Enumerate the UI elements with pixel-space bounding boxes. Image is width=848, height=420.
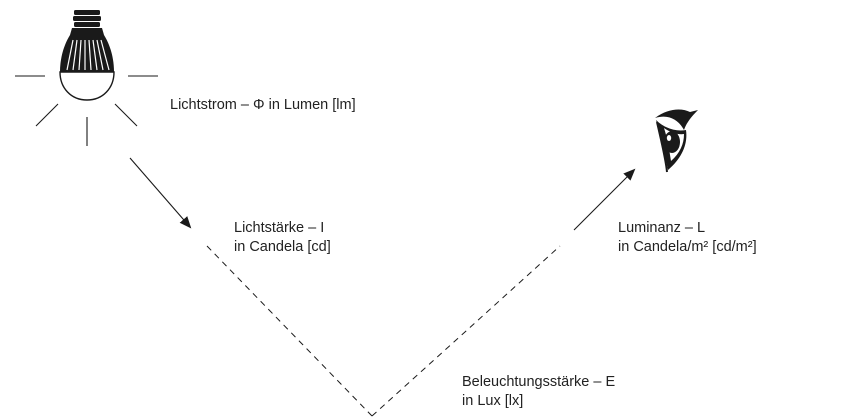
luminous-flux-text: Lichtstrom – Φ in Lumen [lm] <box>170 97 356 113</box>
luminance-label: Luminanz – L in Candela/m² [cd/m²] <box>618 219 757 257</box>
illuminance-unit: in Lux [lx] <box>462 393 524 409</box>
eye-icon <box>655 109 698 173</box>
arrow-to-eye <box>573 168 636 231</box>
luminous-flux-label: Lichtstrom – Φ in Lumen [lm] <box>170 96 356 115</box>
luminous-intensity-unit: in Candela [cd] <box>234 239 331 255</box>
luminance-title: Luminanz – L <box>618 220 706 236</box>
dashed-reflected-line <box>371 245 561 417</box>
light-bulb-icon <box>59 10 115 101</box>
illuminance-label: Beleuchtungsstärke – E in Lux [lx] <box>462 373 615 411</box>
luminance-unit: in Candela/m² [cd/m²] <box>618 239 757 255</box>
ray-lower-right <box>114 103 138 127</box>
light-path-dashed <box>206 245 561 417</box>
illuminance-title: Beleuchtungsstärke – E <box>462 374 616 390</box>
light-rays <box>15 75 158 146</box>
luminous-intensity-label: Lichtstärke – I in Candela [cd] <box>234 219 331 257</box>
ray-lower-left <box>35 103 59 127</box>
arrow-source-direction <box>129 157 192 229</box>
dashed-incident-line <box>206 245 373 417</box>
luminous-intensity-title: Lichtstärke – I <box>234 220 325 236</box>
